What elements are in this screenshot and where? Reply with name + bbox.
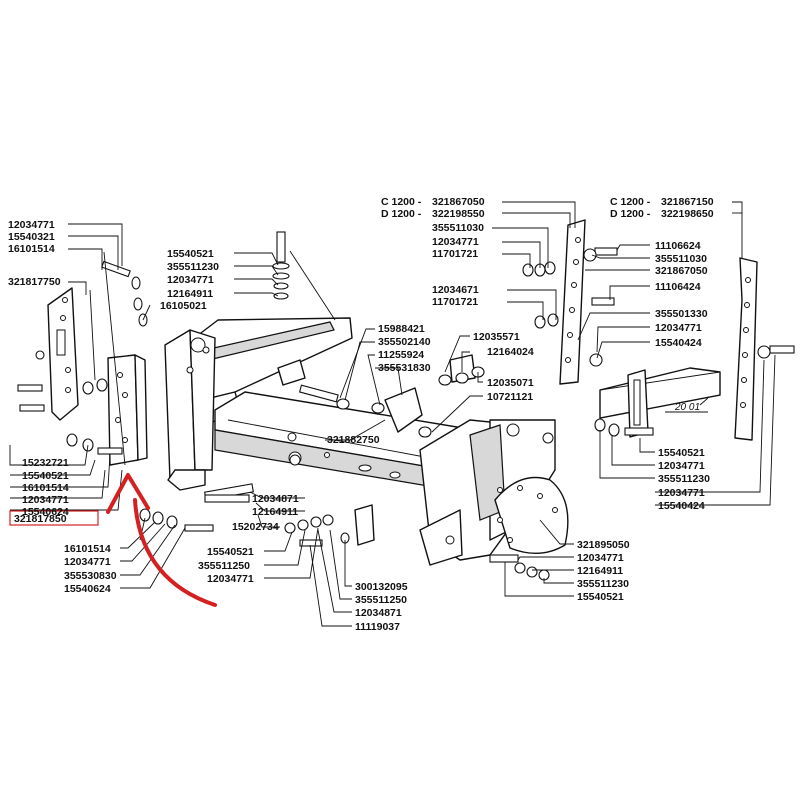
part-label: 12034771 [432,236,479,248]
part-label: 15540424 [658,500,705,512]
header-c-prefix-right: C 1200 - [610,196,651,208]
header-c-part-left: 321867050 [432,196,485,208]
part-label: 355511250 [198,560,250,572]
part-label: 15540521 [22,470,69,482]
left-plate [35,287,79,421]
part-label: 15540624 [64,583,111,595]
part-label: 12034771 [167,274,214,286]
part-label: 321817750 [8,276,61,288]
part-label: 355501330 [655,308,708,320]
part-label: 12034871 [252,493,299,505]
header-labels: C 1200 - 321867050 D 1200 - 322198550 C … [381,196,714,220]
red-arrow [133,498,217,607]
header-d-part-left: 322198550 [432,208,485,220]
leader-lines [9,201,776,627]
part-label: 12164911 [577,565,623,577]
part-label: 355511230 [658,473,710,485]
part-label: 15232721 [22,457,69,469]
part-label: 355511250 [355,594,407,606]
part-label: 355511030 [655,253,707,265]
part-label: 15540521 [577,591,624,603]
adjustment-bar-left [559,219,586,385]
part-label: 15202734 [232,521,279,533]
part-label: 16101514 [8,243,55,255]
part-label: 355511030 [432,222,484,234]
part-label: 300132095 [355,581,408,593]
part-label: 12034771 [64,556,111,568]
part-label: 11106424 [655,281,701,293]
part-label: 12034771 [207,573,254,585]
highlighted-part-label: 321817850 [14,513,67,525]
part-label: 15540424 [655,337,702,349]
part-label: 12035571 [473,331,520,343]
header-d-prefix-right: D 1200 - [610,208,651,220]
part-label: 11106624 [655,240,701,252]
part-label: 15540521 [207,546,254,558]
part-label: 15540321 [8,231,55,243]
part-label: 355531830 [378,362,431,374]
part-label: 355511230 [167,261,219,273]
part-labels: 12034771 15540321 16101514 321817750 152… [8,219,710,633]
part-label: 16105021 [160,300,207,312]
part-label: 11119037 [355,621,400,633]
header-d-part-right: 322198650 [661,208,714,220]
part-label: 321882750 [327,434,380,446]
part-label: 16101514 [22,482,69,494]
part-label: 10721121 [487,391,533,403]
small-brackets [277,354,476,546]
reference-label: 20 01 [674,402,700,413]
part-label: 355502140 [378,336,431,348]
part-label: 12164024 [487,346,534,358]
part-label: 12164911 [252,506,298,518]
red-arrow-head [106,473,150,514]
part-label: 12034871 [355,607,402,619]
part-label: 12034771 [658,487,705,499]
part-label: 15540624 [22,506,69,518]
rear-arm-assembly [164,317,353,491]
highlight-box [9,510,99,526]
main-cross-beam [214,391,476,489]
right-crossbar [599,367,721,438]
adjustment-bar-right [734,257,758,441]
right-bracket-assembly [419,419,569,566]
part-label: 12034771 [655,322,702,334]
part-label: 12034671 [432,284,479,296]
part-label: 321895050 [577,539,630,551]
header-c-prefix-left: C 1200 - [381,196,422,208]
left-upright-plate [107,354,148,466]
part-label: 11701721 [432,248,478,260]
part-label: 355530830 [64,570,117,582]
part-label: 355511230 [577,578,629,590]
part-label: 12035071 [487,377,534,389]
part-label: 12034771 [8,219,55,231]
part-label: 15988421 [378,323,425,335]
reference-marker [665,397,709,413]
part-label: 12034771 [22,494,69,506]
part-label: 11701721 [432,296,478,308]
part-label: 12034771 [577,552,624,564]
part-label: 12034771 [658,460,705,472]
part-label: 16101514 [64,543,111,555]
part-label: 11255924 [378,349,424,361]
part-label: 15540521 [658,447,705,459]
part-label: 321867050 [655,265,708,277]
part-label: 15540521 [167,248,214,260]
part-label: 12164911 [167,288,213,300]
header-d-prefix-left: D 1200 - [381,208,422,220]
header-c-part-right: 321867150 [661,196,714,208]
